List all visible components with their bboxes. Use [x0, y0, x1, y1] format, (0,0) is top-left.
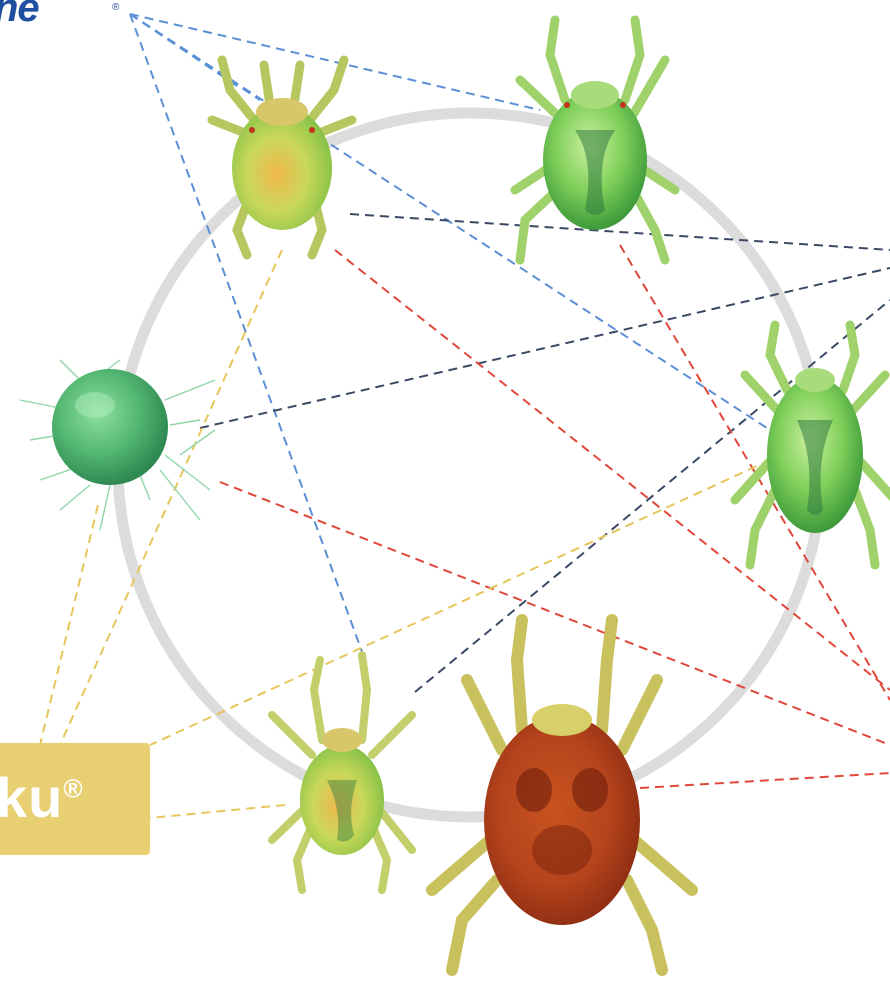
yellow-connector: [40, 505, 98, 745]
mite-right: [735, 325, 890, 565]
yellow-connectors: [40, 250, 770, 818]
mite-top-left: [212, 60, 352, 255]
brand-badge: ku®: [0, 743, 150, 855]
brand-logo: ne ®: [0, 0, 144, 34]
mite-top-right: [515, 20, 675, 260]
brand-logo-reg-mark: ®: [112, 2, 119, 13]
connector-lines: [40, 14, 890, 818]
mite-bottom-red: [432, 620, 692, 970]
yellow-connector: [150, 460, 770, 745]
yellow-connector: [60, 250, 282, 745]
yellow-connector: [150, 805, 285, 818]
brand-logo-text: ne: [0, 0, 39, 31]
red-connector: [640, 773, 890, 788]
brand-badge-text: ku®: [0, 765, 84, 830]
